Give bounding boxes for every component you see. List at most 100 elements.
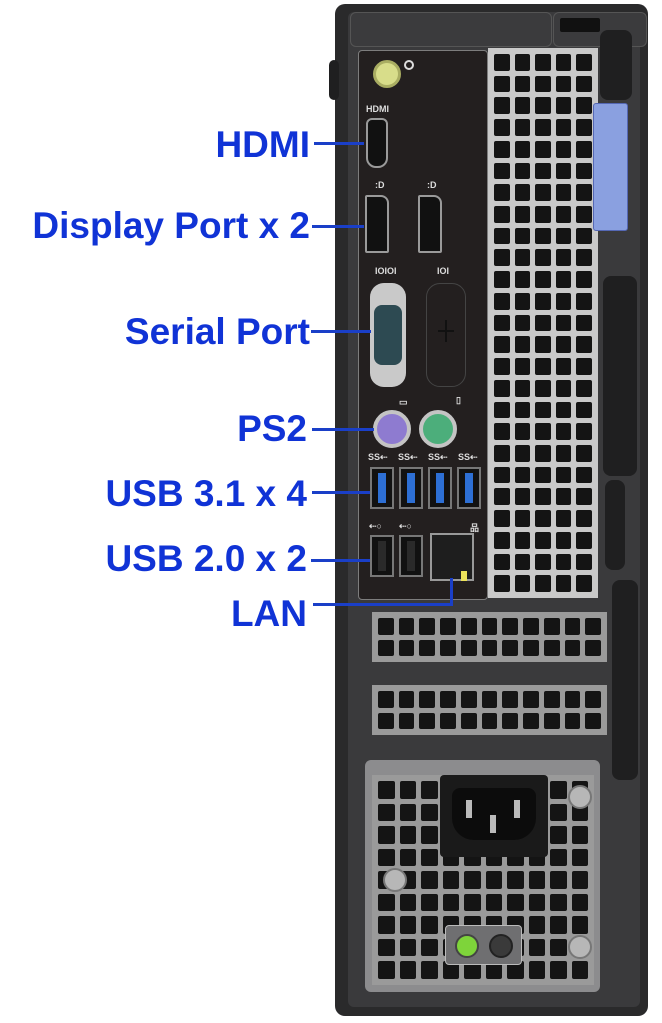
- vent-hole: [421, 803, 438, 822]
- vent-hole: [502, 712, 519, 729]
- usb20-port-2[interactable]: [399, 535, 423, 577]
- vent-hole: [528, 893, 545, 912]
- psu-screw-bottom: [568, 935, 592, 959]
- vent-hole: [481, 639, 498, 656]
- usb20-port-1[interactable]: [370, 535, 394, 577]
- ps2-keyboard-port[interactable]: [373, 410, 411, 448]
- expansion-slot-grill-2: [372, 685, 607, 735]
- blue-release-latch[interactable]: [593, 103, 628, 231]
- vent-hole: [555, 444, 572, 462]
- vent-hole: [555, 423, 572, 440]
- vent-hole: [523, 618, 539, 635]
- vent-hole: [535, 271, 551, 288]
- vent-hole: [507, 871, 524, 889]
- vent-hole: [399, 848, 416, 867]
- vent-hole: [576, 488, 592, 506]
- vent-hole: [576, 227, 592, 245]
- vent-hole: [535, 423, 551, 440]
- hdmi-port[interactable]: [366, 118, 388, 168]
- vent-hole: [514, 575, 531, 592]
- usb31-port-4[interactable]: [457, 467, 481, 509]
- vent-hole: [555, 358, 572, 375]
- vent-hole: [535, 336, 551, 354]
- vent-hole: [555, 292, 572, 310]
- lan-port[interactable]: [430, 533, 474, 581]
- usb31-port-3[interactable]: [428, 467, 452, 509]
- vent-hole: [585, 712, 601, 729]
- vent-hole: [528, 961, 545, 979]
- vent-hole: [494, 184, 510, 202]
- vent-hole: [555, 54, 572, 71]
- label-displayport: Display Port x 2: [32, 205, 310, 246]
- vent-hole: [494, 336, 510, 354]
- psu-screw-top: [568, 785, 592, 809]
- vent-hole: [398, 618, 415, 635]
- psu-test-button[interactable]: [489, 934, 513, 958]
- vent-hole: [535, 553, 551, 571]
- vent-hole: [514, 379, 531, 397]
- vent-hole: [576, 401, 592, 419]
- vent-hole: [442, 893, 459, 912]
- label-usb31: USB 3.1 x 4: [105, 473, 307, 514]
- vent-hole: [419, 639, 436, 656]
- usb-superspeed-icon-4: SS⇠: [458, 452, 478, 462]
- vent-hole: [460, 691, 477, 708]
- vent-hole: [543, 691, 560, 708]
- vent-hole: [378, 712, 394, 729]
- displayport-icon-2: :D: [427, 180, 437, 190]
- vent-hole: [378, 961, 395, 979]
- ps2-mouse-port[interactable]: [419, 410, 457, 448]
- vent-hole: [555, 206, 572, 223]
- vent-hole: [514, 97, 531, 115]
- vent-hole: [378, 618, 394, 635]
- vent-hole: [550, 961, 567, 979]
- vent-hole: [398, 639, 415, 656]
- vent-hole: [514, 466, 531, 484]
- serial-port-connector: [374, 305, 402, 365]
- vent-hole: [440, 618, 456, 635]
- usb31-port-2[interactable]: [399, 467, 423, 509]
- right-slot: [605, 480, 625, 570]
- usb31-port-1[interactable]: [370, 467, 394, 509]
- vent-hole: [514, 54, 531, 71]
- displayport-1[interactable]: [365, 195, 389, 253]
- displayport-2[interactable]: [418, 195, 442, 253]
- vent-hole: [550, 916, 567, 934]
- vent-hole: [555, 379, 572, 397]
- vent-hole: [535, 444, 551, 462]
- vent-hole: [576, 466, 592, 484]
- vent-hole: [378, 826, 395, 844]
- vent-hole: [555, 575, 572, 592]
- vent-hole: [535, 401, 551, 419]
- vent-hole: [514, 510, 531, 527]
- vent-hole: [514, 314, 531, 332]
- vent-hole: [535, 140, 551, 158]
- mouse-icon: ▯: [456, 395, 461, 405]
- vent-hole: [555, 531, 572, 549]
- vent-hole: [576, 531, 592, 549]
- vent-hole: [571, 848, 588, 867]
- vent-hole: [514, 162, 531, 180]
- serial-port-icon: IOIOI: [375, 266, 397, 276]
- leader-ps2: [312, 428, 374, 431]
- vent-hole: [442, 961, 459, 979]
- vent-hole: [398, 691, 415, 708]
- vent-hole: [494, 271, 510, 288]
- vent-hole: [494, 444, 510, 462]
- vent-hole: [555, 466, 572, 484]
- keyboard-icon: ▭: [399, 397, 408, 407]
- vent-hole: [543, 712, 560, 729]
- vent-hole: [399, 893, 416, 912]
- vent-hole: [576, 575, 592, 592]
- vent-hole: [555, 271, 572, 288]
- plus-icon-v: [445, 320, 447, 342]
- audio-out-jack[interactable]: [373, 60, 401, 88]
- vent-hole: [576, 510, 592, 527]
- vent-hole: [494, 358, 510, 375]
- vent-hole: [555, 140, 572, 158]
- vent-hole: [464, 961, 481, 979]
- vent-hole: [378, 893, 395, 912]
- vent-hole: [564, 618, 581, 635]
- vent-hole: [550, 826, 567, 844]
- vent-hole: [460, 618, 477, 635]
